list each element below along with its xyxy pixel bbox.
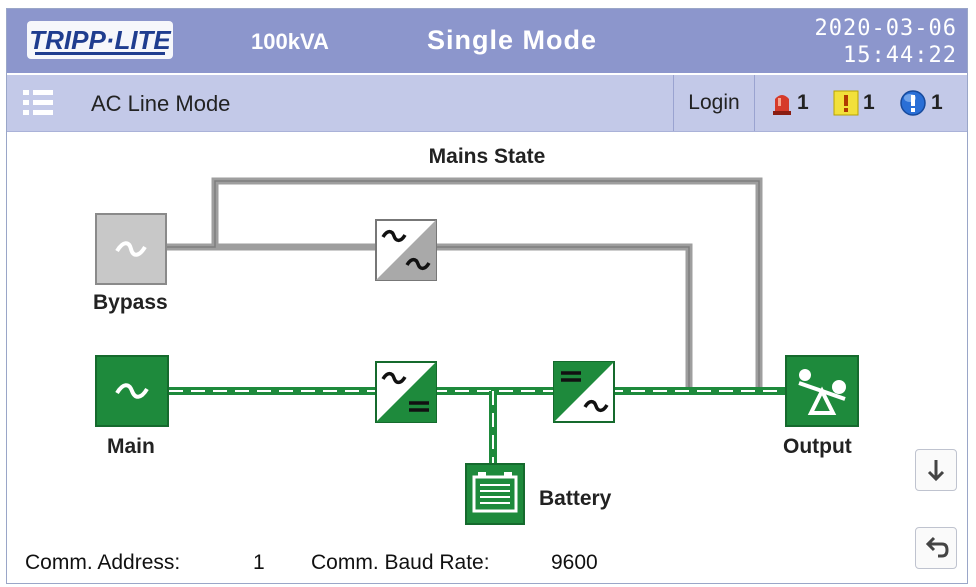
alarm-info[interactable]: 1 <box>899 89 943 117</box>
main-label: Main <box>107 435 155 458</box>
fault-count: 1 <box>797 91 809 114</box>
mains-state-panel: Mains State Bypass <box>7 133 967 583</box>
warning-count: 1 <box>863 91 875 114</box>
scroll-down-button[interactable] <box>915 449 957 491</box>
output-block[interactable] <box>785 355 859 427</box>
main-source-block[interactable] <box>95 355 169 427</box>
line-mode-status: AC Line Mode <box>91 91 231 116</box>
brand-text: TRIPP·LITE <box>29 25 171 55</box>
bypass-path <box>167 177 763 391</box>
tripp-lite-logo: TRIPP·LITE <box>27 21 173 59</box>
ac-wave-icon <box>405 257 431 271</box>
ac-wave-icon <box>381 229 407 243</box>
back-button[interactable] <box>915 527 957 569</box>
datetime: 2020-03-06 15:44:22 <box>815 15 957 69</box>
ac-wave-icon <box>115 383 149 399</box>
comm-address-value: 1 <box>253 551 265 574</box>
yellow-warning-icon <box>833 90 859 116</box>
date-text: 2020-03-06 <box>814 16 957 41</box>
ac-wave-icon <box>583 399 609 413</box>
top-bar: TRIPP·LITE 100kVA Single Mode 2020-03-06… <box>7 9 967 73</box>
load-icon <box>807 386 837 415</box>
model-rating: 100kVA <box>251 29 329 54</box>
baud-rate-value: 9600 <box>551 551 598 574</box>
output-label: Output <box>783 435 852 458</box>
baud-rate-label: Comm. Baud Rate: <box>311 551 490 574</box>
login-button[interactable]: Login <box>673 75 755 131</box>
bypass-source-block[interactable] <box>95 213 167 285</box>
ups-screen: TRIPP·LITE 100kVA Single Mode 2020-03-06… <box>6 8 968 584</box>
battery-label: Battery <box>539 487 612 510</box>
main-power-path <box>169 387 785 465</box>
red-siren-icon <box>773 95 791 115</box>
time-text: 15:44:22 <box>843 43 957 68</box>
alarm-fault[interactable]: 1 <box>771 89 809 117</box>
rectifier-block[interactable] <box>375 361 437 423</box>
inverter-block[interactable] <box>553 361 615 423</box>
operating-mode: Single Mode <box>427 25 598 55</box>
battery-block[interactable] <box>465 463 525 525</box>
comm-address-label: Comm. Address: <box>25 551 181 574</box>
menu-icon[interactable] <box>21 87 57 119</box>
ac-wave-icon <box>381 371 407 385</box>
alarm-warning[interactable]: 1 <box>833 89 875 117</box>
status-bar: AC Line Mode Login 1 1 <box>7 75 967 132</box>
power-flow-lines <box>167 177 785 465</box>
info-count: 1 <box>931 91 943 114</box>
bypass-label: Bypass <box>93 291 168 314</box>
ac-wave-icon <box>115 241 147 257</box>
return-arrow-icon <box>930 542 949 558</box>
bypass-switch-block[interactable] <box>375 219 437 281</box>
bypass-path-inner <box>167 180 760 391</box>
diagram-title: Mains State <box>428 145 546 168</box>
blue-info-icon <box>900 90 926 116</box>
